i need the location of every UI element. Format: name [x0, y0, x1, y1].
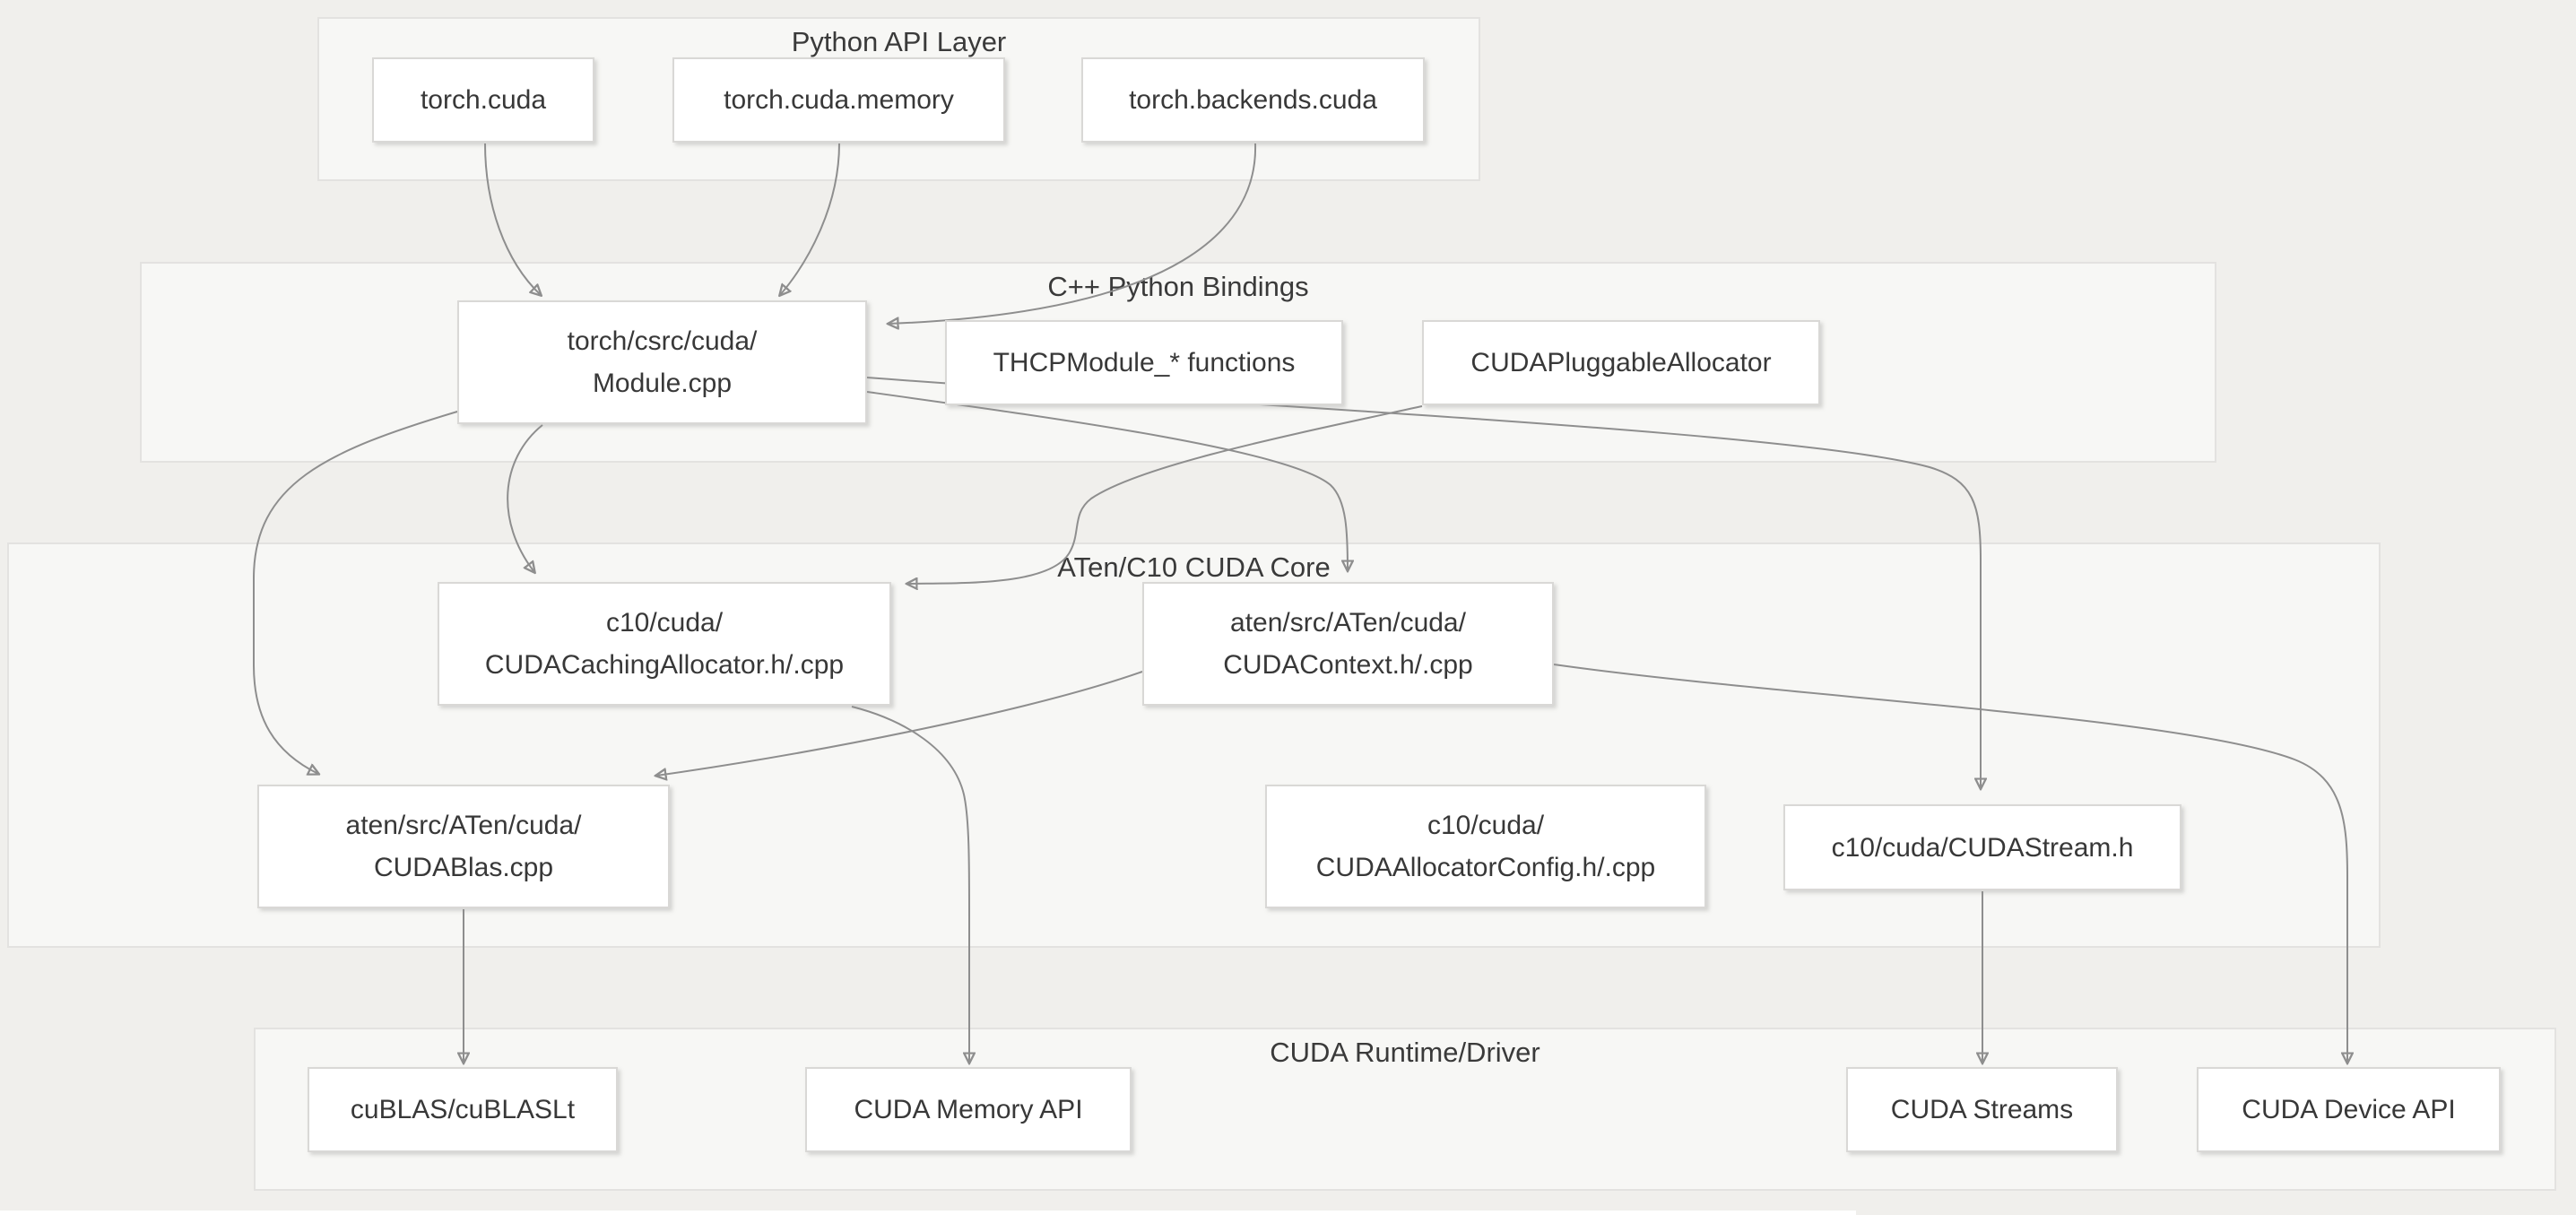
node-label: CUDA Device API: [2242, 1095, 2456, 1124]
node-label-line2: CUDABlas.cpp: [373, 853, 554, 882]
window-bottom-edge: [0, 1211, 1856, 1215]
node-label: torch.backends.cuda: [1129, 85, 1377, 115]
node-label-line2: CUDAAllocatorConfig.h/.cpp: [1315, 853, 1656, 882]
node-cuda-streams: CUDA Streams: [1846, 1067, 2118, 1152]
cluster-label-cuda-runtime-driver: CUDA Runtime/Driver: [1270, 1037, 1540, 1068]
node-cublas: cuBLAS/cuBLASLt: [308, 1067, 618, 1152]
node-torch-backends-cuda: torch.backends.cuda: [1081, 57, 1425, 143]
node-torch-cuda: torch.cuda: [372, 57, 594, 143]
cluster-label-aten-c10-cuda-core: ATen/C10 CUDA Core: [1057, 551, 1331, 583]
node-label-line2: CUDACachingAllocator.h/.cpp: [484, 650, 845, 680]
node-thcpmodule-functions: THCPModule_* functions: [945, 320, 1343, 405]
cluster-label-python-api-layer: Python API Layer: [791, 26, 1007, 57]
node-label-line2: Module.cpp: [592, 369, 733, 398]
node-label-line1: aten/src/ATen/cuda/: [345, 811, 582, 840]
node-label-line1: c10/cuda/: [605, 608, 724, 638]
node-torch-cuda-memory: torch.cuda.memory: [672, 57, 1005, 143]
node-label: CUDA Streams: [1890, 1095, 2074, 1124]
node-label: c10/cuda/CUDAStream.h: [1831, 832, 2134, 863]
node-label: CUDAPluggableAllocator: [1470, 348, 1772, 378]
node-cuda-pluggable-allocator: CUDAPluggableAllocator: [1422, 320, 1820, 405]
node-label: CUDA Memory API: [854, 1095, 1083, 1124]
node-cuda-device-api: CUDA Device API: [2197, 1067, 2501, 1152]
node-cuda-caching-allocator: c10/cuda/ CUDACachingAllocator.h/.cpp: [438, 582, 891, 706]
node-label-line1: aten/src/ATen/cuda/: [1230, 608, 1466, 638]
node-label: torch.cuda: [420, 85, 547, 115]
node-cuda-stream-h: c10/cuda/CUDAStream.h: [1783, 804, 2181, 890]
node-label-line1: torch/csrc/cuda/: [567, 326, 758, 356]
node-label: THCPModule_* functions: [993, 348, 1296, 378]
node-label: cuBLAS/cuBLASLt: [350, 1095, 576, 1124]
cluster-label-cpp-python-bindings: C++ Python Bindings: [1047, 271, 1309, 302]
node-cuda-allocator-config: c10/cuda/ CUDAAllocatorConfig.h/.cpp: [1265, 785, 1706, 908]
node-torch-csrc-cuda-module-cpp: torch/csrc/cuda/ Module.cpp: [457, 300, 867, 424]
node-cuda-context: aten/src/ATen/cuda/ CUDAContext.h/.cpp: [1142, 582, 1554, 706]
node-cuda-blas: aten/src/ATen/cuda/ CUDABlas.cpp: [257, 785, 670, 908]
node-label: torch.cuda.memory: [724, 85, 954, 115]
node-label-line2: CUDAContext.h/.cpp: [1223, 650, 1473, 680]
node-label-line1: c10/cuda/: [1427, 811, 1545, 840]
node-cuda-memory-api: CUDA Memory API: [805, 1067, 1132, 1152]
